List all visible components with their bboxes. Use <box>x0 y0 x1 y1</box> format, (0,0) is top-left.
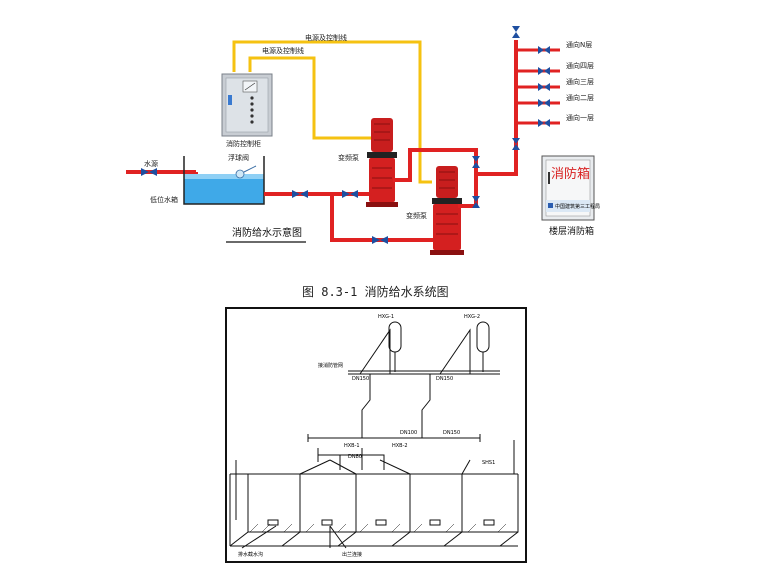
flange-connection-label: 出兰连接 <box>342 551 362 558</box>
dn150-label-a: DN150 <box>352 376 369 382</box>
fire-box-label: 楼层消防箱 <box>549 225 594 237</box>
dn80-label: DN80 <box>348 454 362 460</box>
power-line-label-2: 电源及控制线 <box>262 46 304 55</box>
diagram-title: 消防给水示意图 <box>232 226 302 239</box>
floor-outlet-label: 通向一层 <box>566 113 594 122</box>
control-wires <box>232 40 432 184</box>
floor-outlet-label: 通向四层 <box>566 61 594 70</box>
control-cabinet-label: 消防控制柜 <box>226 139 261 148</box>
vfd-pump-2 <box>430 166 464 255</box>
fire-box-small-text: 中国建筑第三工程局 <box>555 203 600 210</box>
dn150-label-b: DN150 <box>436 376 453 382</box>
control-cabinet <box>221 73 273 137</box>
hxb-2-label: HXB-2 <box>392 443 408 449</box>
vfd-pump-1 <box>366 118 398 207</box>
hxb-1-label: HXB-1 <box>344 443 360 449</box>
net-label: 接消防管网 <box>318 362 343 369</box>
fire-box-text: 消防箱 <box>551 166 590 182</box>
tank-label: 低位水箱 <box>150 195 178 204</box>
float-valve-label: 浮球阀 <box>228 153 249 162</box>
channel-hatch <box>249 523 507 533</box>
dn100-label: DN100 <box>400 430 417 436</box>
suction-valves <box>292 190 388 244</box>
hxg-1-label: HXG-1 <box>378 314 394 320</box>
discharge-valves <box>472 26 520 208</box>
low-water-tank <box>183 156 265 205</box>
control-wire-outer <box>232 40 432 184</box>
hxg-2-label: HXG-2 <box>464 314 480 320</box>
pump-2-label: 变频泵 <box>406 211 427 220</box>
control-wire-inner <box>248 56 376 140</box>
drain-channel-label: 排水截水沟 <box>238 551 263 558</box>
shs-label: SHS1 <box>482 460 495 466</box>
floor-fire-box <box>541 155 595 221</box>
pump-1-label: 变频泵 <box>338 153 359 162</box>
inlet-valve <box>141 168 157 176</box>
power-line-label-1: 电源及控制线 <box>305 33 347 42</box>
floor-outlet-label: 通向三层 <box>566 77 594 86</box>
floor-outlet-valves <box>538 46 550 127</box>
supply-schematic: 电源及控制线 电源及控制线 消防控制柜 水源 浮球阀 <box>126 26 600 255</box>
float-ball <box>235 169 245 179</box>
dn150-label-c: DN150 <box>443 430 460 436</box>
floor-outlet-label: 通向二层 <box>566 93 594 102</box>
floor-outlet-label: 通向N层 <box>566 40 592 49</box>
figure-caption: 图 8.3-1 消防给水系统图 <box>302 284 449 299</box>
cad-drawing: HXG-1 HXG-2 接消防管网 DN150 DN150 DN100 DN15… <box>225 307 527 563</box>
water-source-label: 水源 <box>144 159 158 168</box>
